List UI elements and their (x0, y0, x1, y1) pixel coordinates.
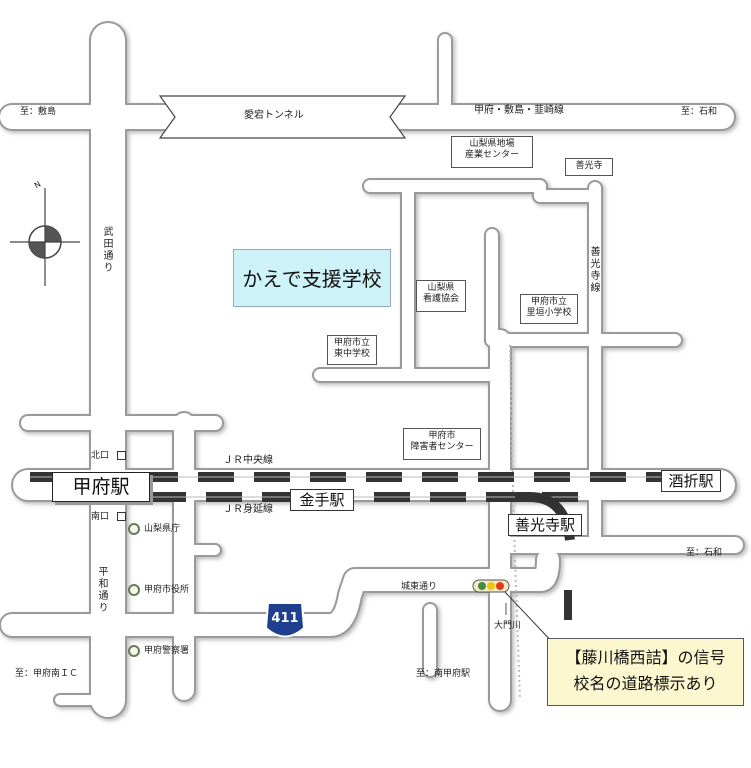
station-kofu[interactable]: 甲府駅 (52, 472, 150, 502)
road-label-joto: 城東通り (401, 582, 438, 592)
direction-shikishima: 至：敷島 (20, 107, 57, 117)
landmark-disability-center: 甲府市 障害者センター (403, 428, 481, 460)
tunnel-shape (158, 95, 407, 139)
station-sakaori[interactable]: 酒折駅 (661, 470, 721, 492)
signal-callout: 【藤川橋西詰】の信号 校名の道路標示あり (547, 638, 744, 706)
direction-minami-kofu: 至：南甲府駅 (416, 669, 471, 679)
exit-south-marker (117, 512, 126, 521)
svg-text:N: N (33, 180, 43, 191)
road-label-takeda: 武田通り (101, 226, 112, 274)
route-number: 411 (271, 611, 298, 626)
rail-label-chuo: ＪＲ中央線 (223, 455, 273, 466)
road-fill (0, 23, 743, 717)
rail-label-minobu: ＪＲ身延線 (223, 504, 273, 515)
river-label-daimon: 大門川 (494, 621, 522, 631)
landmark-nursing-assoc: 山梨県 看護協会 (416, 280, 466, 312)
exit-north-label: 北口 (91, 451, 110, 461)
facility-dot-icon (128, 645, 140, 657)
landmark-zenkoji-temple: 善光寺 (565, 158, 613, 176)
route-shield-icon: 411 (264, 602, 306, 638)
road-label-kofu-line: 甲府・敷島・韮崎線 (474, 105, 564, 116)
facility-dot-icon (128, 523, 140, 535)
landmark-city-hall: 甲府市役所 (144, 585, 190, 595)
road-label-heiwa: 平和通り (96, 566, 107, 614)
landmark-higashi-junior: 甲府市立 東中学校 (327, 335, 377, 365)
direction-isawa-top: 至：石和 (681, 107, 718, 117)
direction-kofu-minami-ic: 至：甲府南ＩＣ (15, 669, 79, 679)
destination-kaede-school[interactable]: かえで支援学校 (233, 249, 391, 307)
landmark-police: 甲府警察署 (144, 646, 190, 656)
river-line (509, 344, 521, 701)
exit-south-label: 南口 (91, 512, 110, 522)
road-label-zenkoji-line: 善光寺線 (588, 246, 599, 294)
landmark-industry-center: 山梨県地場 産業センター (451, 136, 533, 168)
landmark-pref-office: 山梨県庁 (144, 524, 181, 534)
exit-north-marker (117, 451, 126, 460)
direction-isawa-bottom: 至：石和 (686, 548, 723, 558)
landmark-satogaki-elem: 甲府市立 里垣小学校 (520, 294, 578, 324)
station-kanete[interactable]: 金手駅 (290, 489, 354, 511)
station-zenkoji[interactable]: 善光寺駅 (508, 514, 582, 536)
tunnel-label: 愛宕トンネル (244, 110, 304, 121)
traffic-signal-icon (472, 579, 556, 646)
callout-line-1: 【藤川橋西詰】の信号 (565, 648, 726, 667)
facility-dot-icon (128, 584, 140, 596)
callout-line-2: 校名の道路標示あり (573, 674, 718, 693)
compass-icon: N (10, 180, 80, 286)
